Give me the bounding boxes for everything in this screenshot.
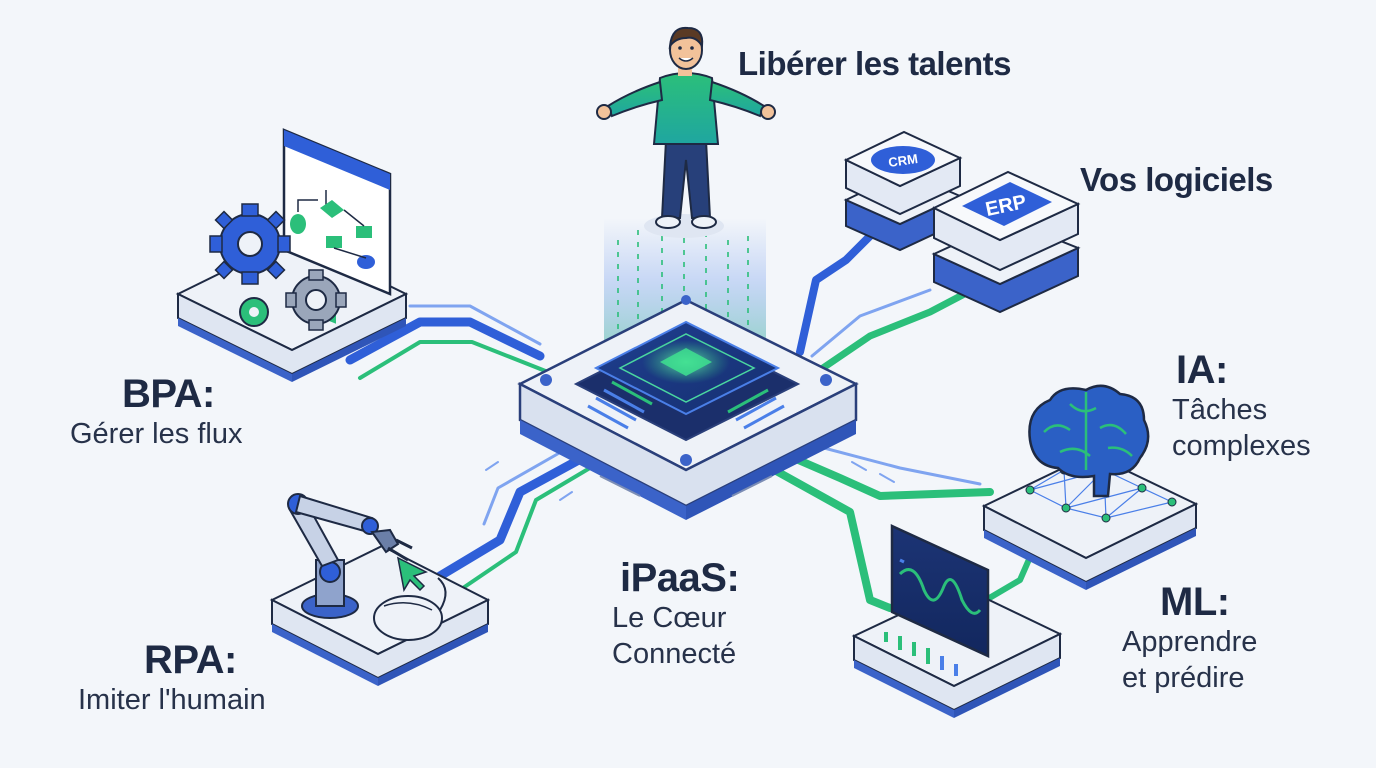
ia-title: IA: bbox=[1176, 348, 1228, 392]
cable-rpa-blue bbox=[435, 451, 591, 581]
ipaas-title: iPaaS: bbox=[620, 556, 740, 600]
server-erp[interactable]: ERP bbox=[931, 170, 1081, 314]
mouse-icon bbox=[373, 577, 447, 641]
talents-label: Libérer les talents bbox=[738, 42, 1011, 86]
cable-bpa-green bbox=[358, 340, 550, 380]
robot-arm-icon bbox=[287, 493, 413, 619]
ia-label: IA: Tâches complexes bbox=[1172, 348, 1311, 464]
cable-ia-green bbox=[762, 442, 994, 500]
person-icon bbox=[596, 26, 776, 238]
rpa-title: RPA: bbox=[144, 638, 237, 682]
ml-line2: et prédire bbox=[1122, 662, 1245, 694]
ipaas-label: iPaaS: Le Cœur Connecté bbox=[612, 556, 740, 672]
ia-line1: Tâches bbox=[1172, 394, 1268, 426]
bpa-label: BPA: Gérer les flux bbox=[70, 372, 242, 452]
bpa-title: BPA: bbox=[122, 372, 215, 416]
talents-title: Libérer les talents bbox=[738, 45, 1011, 82]
cable-erp-light bbox=[810, 288, 932, 358]
ia-platform[interactable] bbox=[981, 384, 1199, 590]
ipaas-line2: Connecté bbox=[612, 638, 737, 670]
logiciels-label: Vos logiciels bbox=[1080, 158, 1273, 202]
logiciels-title: Vos logiciels bbox=[1080, 161, 1273, 198]
workflow-window-icon bbox=[282, 128, 392, 324]
cable-crm-blue bbox=[796, 232, 874, 356]
cable-rpa-light bbox=[482, 446, 570, 526]
gears-icon bbox=[209, 203, 347, 331]
ipaas-line1: Le Cœur bbox=[612, 602, 727, 634]
cursor-icon bbox=[396, 556, 428, 593]
bolt bbox=[680, 454, 692, 466]
ml-label: ML: Apprendre et prédire bbox=[1122, 580, 1257, 696]
cable-rpa-green bbox=[458, 460, 602, 592]
monitor-chart-icon bbox=[884, 524, 990, 676]
cable-bpa-light bbox=[408, 304, 542, 346]
ml-platform[interactable] bbox=[851, 524, 1063, 718]
cable-erp-green bbox=[816, 286, 976, 374]
bpa-subtitle: Gérer les flux bbox=[70, 418, 243, 450]
ml-title: ML: bbox=[1160, 580, 1230, 624]
rpa-platform[interactable] bbox=[269, 493, 491, 686]
rpa-subtitle: Imiter l'humain bbox=[78, 684, 266, 716]
server-crm[interactable]: CRM bbox=[843, 130, 963, 252]
bolt bbox=[820, 374, 832, 386]
ipaas-chip[interactable] bbox=[517, 295, 859, 520]
ia-line2: complexes bbox=[1172, 430, 1311, 462]
bolt bbox=[681, 295, 691, 305]
bolt bbox=[540, 374, 552, 386]
crm-label: CRM bbox=[887, 151, 918, 170]
ml-line1: Apprendre bbox=[1122, 626, 1258, 658]
cable-bpa-blue bbox=[345, 317, 545, 365]
brain-icon bbox=[1028, 384, 1150, 498]
bpa-platform[interactable] bbox=[175, 128, 409, 382]
rpa-label: RPA: Imiter l'humain bbox=[78, 638, 266, 718]
cable-ml-green bbox=[756, 458, 894, 612]
